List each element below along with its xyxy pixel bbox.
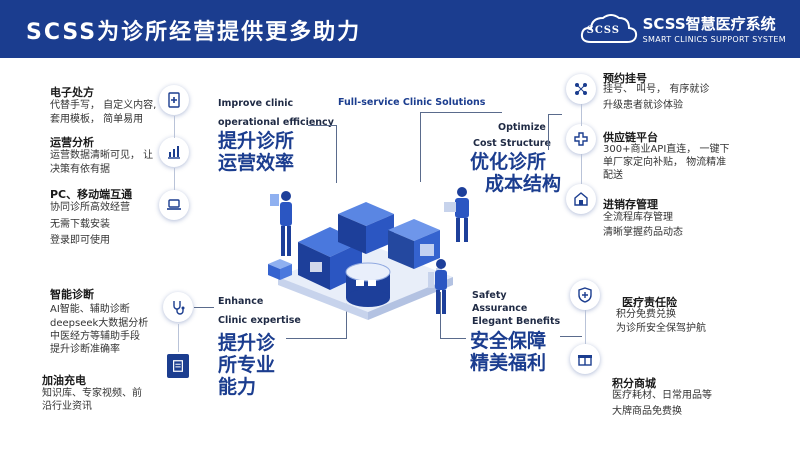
feature-text: AI智能、辅助诊断 [50,304,130,315]
connector-line [286,338,346,339]
laptop-icon [159,190,189,220]
feature-text: deepseek大数据分析 [50,318,149,329]
person-figure-icon [270,191,292,256]
cost-en-1: Optimize [498,122,546,133]
feature-text: 提升诊断准确率 [50,344,120,355]
connector-line [178,324,179,352]
feature-text: 升级患者就诊体验 [603,100,683,111]
feature-title-diagnosis: 智能诊断 [50,288,94,301]
logo-badge: SCSS [586,25,621,36]
feature-text: 协同诊所高效经营 [50,202,130,213]
safety-title-2: 精美福利 [470,352,547,374]
feature-text: 知识库、专家视频、前 [42,388,142,399]
connector-line [548,114,549,150]
cost-title-1: 优化诊所 [470,151,547,173]
safety-en-2: Assurance [472,303,528,314]
cost-en-2: Cost Structure [473,138,551,149]
connector-line [440,292,441,338]
connector-line [174,116,175,138]
brand-logo: SCSS SCSS智慧医疗系统 SMART CLINICS SUPPORT SY… [579,8,786,48]
expertise-title-2: 所专业 [218,354,276,376]
efficiency-title-2: 运营效率 [218,152,295,174]
prescription-icon [159,85,189,115]
safety-title-1: 安全保障 [470,330,547,352]
connector-line [440,338,466,339]
feature-text: 清晰掌握药品动态 [603,227,683,238]
connector-line [420,112,421,182]
logo-main-text: SCSS智慧医疗系统 [642,14,776,33]
connector-line [194,307,214,308]
book-icon [167,354,189,378]
connector-line [560,336,582,337]
cost-title-2: 成本结构 [485,173,562,195]
expertise-en-1: Enhance [218,296,264,307]
connector-line [346,288,347,339]
connector-line [336,125,337,183]
clinic-isometric-illustration [268,202,453,320]
safety-en-3: Elegant Benefits [472,316,561,327]
feature-title-inventory: 进销存管理 [603,198,658,211]
feature-text: 运营数据清晰可见， 让 [50,150,154,161]
feature-text: 300+商业API直连， 一键下 [603,144,730,155]
feature-title-supply-chain: 供应链平台 [603,131,658,144]
feature-text: 大牌商品免费换 [612,406,682,417]
connector-line [308,125,336,126]
efficiency-en-1: Improve clinic [218,98,294,109]
person-figure-icon [435,259,447,314]
feature-text: 代替手写， 自定义内容, [50,100,157,111]
feature-text: 登录即可使用 [50,235,110,246]
connector-line [174,168,175,190]
feature-title-insurance: 医疗责任险 [622,296,677,309]
feature-text: 决策有依有据 [50,164,110,175]
feature-text: 沿行业资讯 [42,401,92,412]
feature-title-learning: 加油充电 [42,374,86,387]
feature-title-points-mall: 积分商城 [612,377,656,390]
warehouse-icon [566,184,596,214]
feature-text: 积分免费兑换 [616,309,676,320]
connector-line [585,310,586,344]
feature-text: 套用模板， 简单易用 [50,114,144,125]
feature-text: 挂号、 叫号， 有序就诊 [603,84,710,95]
feature-text: 中医经方等辅助手段 [50,331,140,342]
feature-title-multiplatform: PC、移动端互通 [50,188,133,201]
gift-icon [570,344,600,374]
feature-title-analytics: 运营分析 [50,136,94,149]
expertise-title-3: 能力 [218,376,257,398]
feature-text: 医疗耗材、日常用品等 [612,390,712,401]
network-icon [566,74,596,104]
shield-icon [570,280,600,310]
feature-title-appointment: 预约挂号 [603,72,647,85]
connector-line [581,104,582,126]
cloud-logo-icon: SCSS [579,8,639,48]
efficiency-title-1: 提升诊所 [218,130,295,152]
page-title: SCSS为诊所经营提供更多助力 [26,20,362,45]
expertise-en-2: Clinic expertise [218,315,301,326]
feature-text: 配送 [603,170,623,181]
feature-text: 无需下载安装 [50,219,110,230]
feature-text: 全流程库存管理 [603,212,673,223]
feature-title-prescription: 电子处方 [50,86,94,99]
efficiency-en-2: operational efficiency [218,117,334,128]
bar-chart-icon [159,137,189,167]
feature-text: 单厂家定向补贴， 物流精准 [603,157,727,168]
safety-en-1: Safety [472,290,507,301]
expertise-title-1: 提升诊 [218,332,276,354]
stethoscope-icon [163,292,193,322]
medical-cross-icon [566,124,596,154]
person-figure-icon [444,187,469,242]
logo-sub-text: SMART CLINICS SUPPORT SYSTEM [642,34,786,44]
connector-line [581,154,582,184]
solutions-heading: Full-service Clinic Solutions [338,97,486,108]
connector-line [548,114,562,115]
connector-line [420,112,502,113]
feature-text: 为诊所安全保驾护航 [616,323,706,334]
header-bar: SCSS为诊所经营提供更多助力 SCSS SCSS智慧医疗系统 SMART CL… [0,0,800,58]
